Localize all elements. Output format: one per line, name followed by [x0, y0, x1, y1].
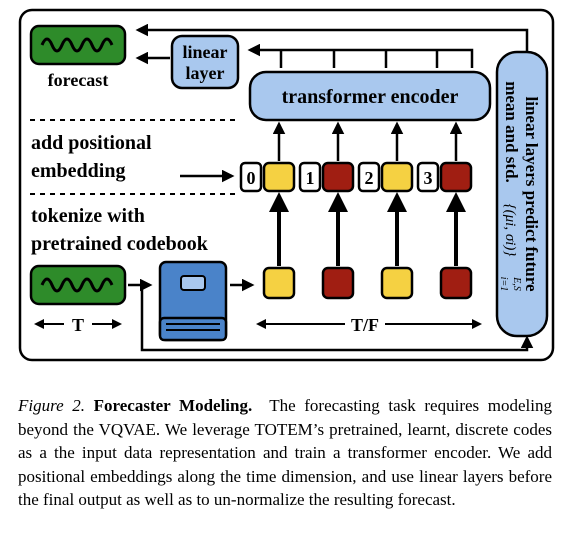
position-label-3: 3 [424, 168, 433, 188]
token-embedding-yellow-2 [380, 161, 414, 193]
forecast-label: forecast [48, 70, 109, 90]
token-red-2 [439, 266, 473, 300]
caption-title: Forecaster Modeling. [93, 396, 253, 415]
right-box-label-2: mean and std. [502, 81, 521, 183]
right-linear-box [495, 50, 549, 338]
token-yellow-1 [262, 266, 296, 300]
token-embedding-yellow-1 [262, 161, 296, 193]
transformer-encoder-label: transformer encoder [282, 86, 459, 108]
caption-label: Figure 2. [18, 396, 86, 415]
right-box-math: {(μi, σi)} [502, 204, 518, 257]
token-red-1 [321, 266, 355, 300]
linear-layer-box [170, 34, 240, 90]
outer-frame [18, 8, 555, 362]
token-embedding-red-1 [321, 161, 355, 193]
position-label-1: 1 [306, 168, 315, 188]
token-yellow-2 [380, 266, 414, 300]
tokenize-label-2: pretrained codebook [31, 233, 209, 255]
caption-text: The forecasting task requires modeling b… [18, 396, 552, 509]
linear-layer-label-1: linear [183, 42, 228, 62]
input-waveform-icon [29, 264, 127, 306]
tokenize-label-1: tokenize with [31, 205, 145, 227]
token-embedding-red-2 [439, 161, 473, 193]
linear-layer-label-2: layer [186, 63, 225, 83]
transformer-encoder-box [248, 70, 492, 122]
right-linear-box-text: linear layers predict future mean and st… [498, 81, 541, 292]
right-box-math-sup: E,S [511, 276, 522, 291]
add-positional-label-2: embedding [31, 160, 125, 182]
position-box-3 [416, 161, 440, 193]
position-box-0 [239, 161, 263, 193]
codebook-icon [158, 260, 228, 342]
arrow-transformer-to-linear [247, 43, 474, 68]
position-box-1 [298, 161, 322, 193]
forecast-waveform-icon [29, 24, 127, 66]
figure-caption: Figure 2. Forecaster Modeling. The forec… [18, 394, 552, 512]
arrow-input-to-right-box [140, 285, 534, 352]
position-box-2 [357, 161, 381, 193]
position-label-0: 0 [247, 168, 256, 188]
right-box-math-sub: i=1 [498, 277, 509, 292]
embedding-row: 0 1 2 3 [239, 161, 473, 193]
position-label-2: 2 [365, 168, 374, 188]
tf-label: T/F [351, 315, 379, 335]
t-label: T [72, 315, 84, 335]
add-positional-label-1: add positional [31, 132, 152, 154]
right-box-label-1: linear layers predict future [522, 96, 541, 291]
forecaster-diagram: forecast linear layer transformer encode… [18, 8, 555, 362]
